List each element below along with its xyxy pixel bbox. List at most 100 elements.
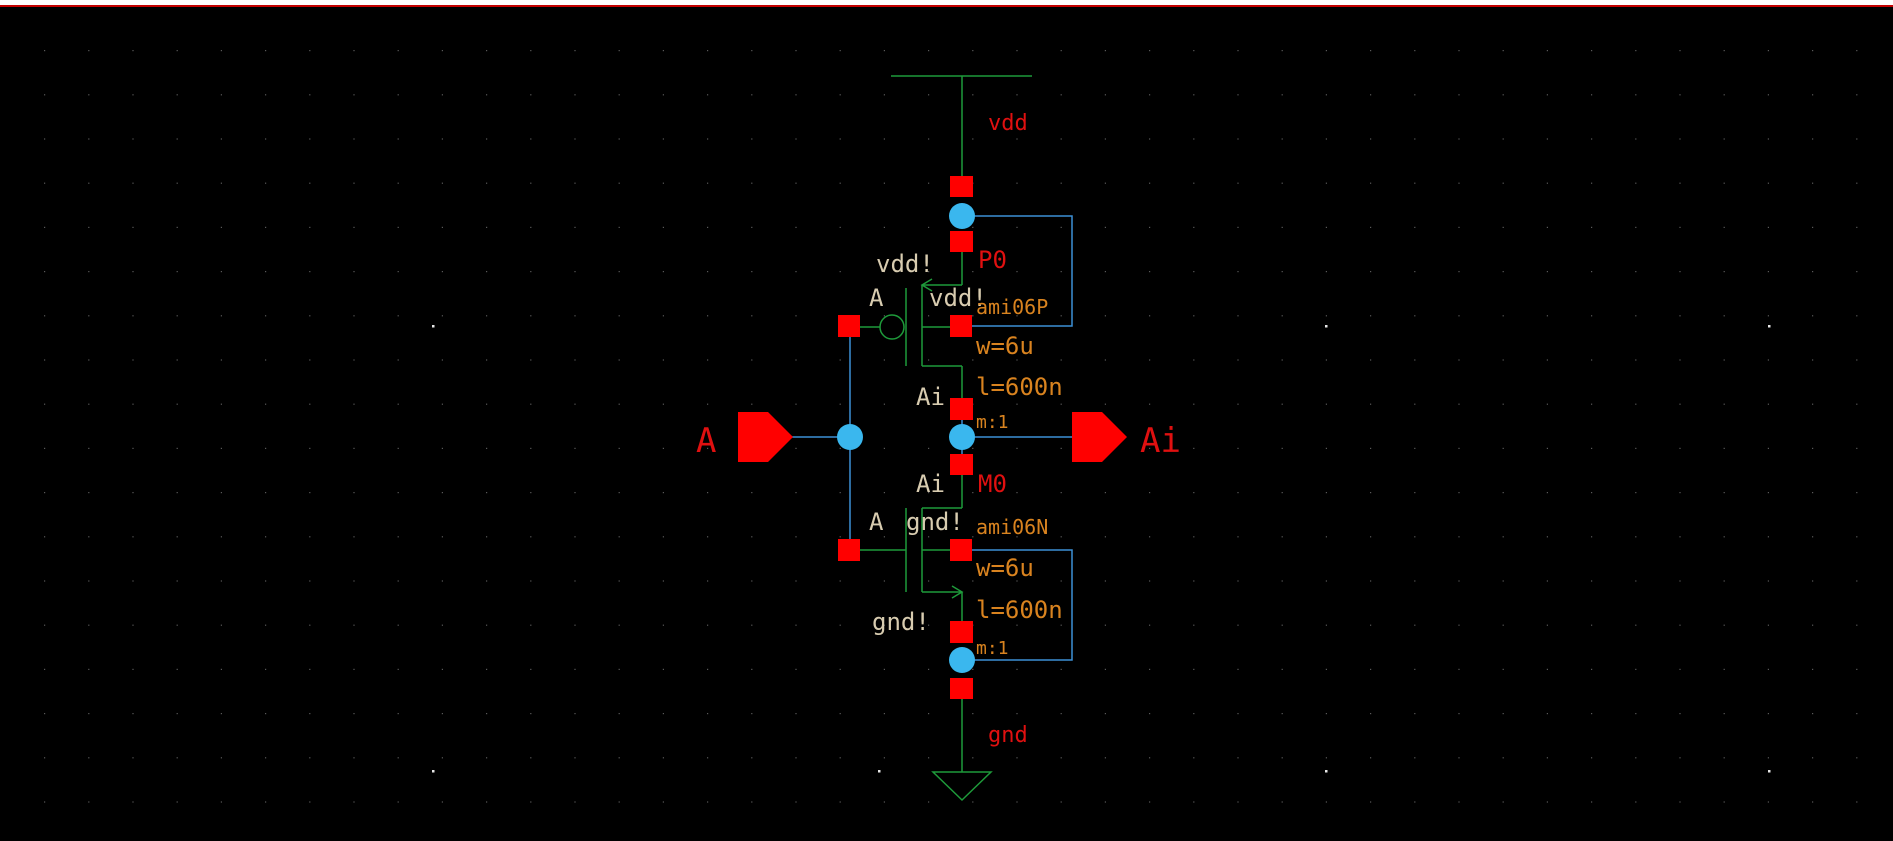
grid-dot (486, 801, 488, 803)
pmos-drain-terminal[interactable] (950, 398, 973, 420)
grid-dot (1635, 668, 1637, 670)
nmos-gate-terminal[interactable] (838, 539, 860, 561)
grid-dot (1414, 447, 1416, 449)
pmos-gate-terminal[interactable] (838, 315, 860, 337)
grid-dot (1414, 94, 1416, 96)
output-pin-ai[interactable] (1072, 412, 1127, 462)
grid-dot (88, 757, 90, 759)
grid-dot (44, 94, 46, 96)
grid-dot (707, 138, 709, 140)
grid-dot (353, 226, 355, 228)
grid-dot (707, 94, 709, 96)
grid-dot (441, 624, 443, 626)
grid-dot (618, 492, 620, 494)
pmos-model-name: ami06P (976, 295, 1048, 319)
grid-dot (662, 94, 664, 96)
grid-dot (1635, 447, 1637, 449)
grid-dot (132, 492, 134, 494)
grid-dot (1591, 271, 1593, 273)
grid-dot (1237, 624, 1239, 626)
grid-dot (1016, 447, 1018, 449)
grid-dot (1723, 138, 1725, 140)
grid-dot (309, 492, 311, 494)
grid-dot (1149, 801, 1151, 803)
grid-dot (132, 138, 134, 140)
grid-dot (220, 403, 222, 405)
grid-dot (1502, 138, 1504, 140)
grid-dot (397, 182, 399, 184)
grid-dot (928, 624, 930, 626)
grid-dot (530, 757, 532, 759)
nmos-bulk-terminal[interactable] (950, 539, 972, 561)
pmos-bulk-terminal[interactable] (950, 315, 972, 337)
grid-dot (1767, 624, 1769, 626)
nmos-source-terminal[interactable] (950, 621, 973, 643)
grid-dot (265, 271, 267, 273)
grid-dot (1370, 757, 1372, 759)
grid-dot (1812, 182, 1814, 184)
grid-dot (795, 271, 797, 273)
grid-dot (1635, 403, 1637, 405)
grid-dot (1635, 580, 1637, 582)
grid-dot (397, 359, 399, 361)
grid-dot (1237, 271, 1239, 273)
grid-dot (883, 492, 885, 494)
grid-dot (1458, 624, 1460, 626)
grid-dot (1546, 182, 1548, 184)
grid-dot (1723, 403, 1725, 405)
grid-dot (265, 138, 267, 140)
input-pin-a[interactable] (738, 412, 793, 462)
grid-dot (353, 403, 355, 405)
grid-dot (751, 580, 753, 582)
grid-dot (662, 403, 664, 405)
grid-dot (353, 50, 355, 52)
grid-dot (1812, 536, 1814, 538)
grid-dot (1502, 492, 1504, 494)
grid-dot (1370, 492, 1372, 494)
grid-dot (1546, 226, 1548, 228)
grid-dot (1458, 138, 1460, 140)
grid-dot (486, 226, 488, 228)
grid-dot (839, 580, 841, 582)
pmos-source-terminal[interactable] (950, 176, 973, 197)
grid-dot (220, 447, 222, 449)
gnd-symbol[interactable] (931, 699, 993, 802)
grid-dot (1812, 271, 1814, 273)
grid-dot (795, 138, 797, 140)
grid-dot (662, 492, 664, 494)
grid-dot (486, 315, 488, 317)
grid-dot (530, 403, 532, 405)
grid-dot (441, 226, 443, 228)
grid-dot (397, 447, 399, 449)
grid-dot (795, 50, 797, 52)
grid-dot (839, 403, 841, 405)
grid-dot (486, 359, 488, 361)
nmos-source-bottom-terminal[interactable] (950, 678, 973, 699)
nmos-drain-terminal[interactable] (950, 454, 973, 475)
grid-dot (1016, 624, 1018, 626)
grid-dot (309, 757, 311, 759)
grid-dot (220, 668, 222, 670)
grid-dot (132, 580, 134, 582)
canvas-background (0, 7, 1893, 841)
grid-dot (265, 580, 267, 582)
nmos-transistor-m0[interactable] (858, 475, 964, 632)
grid-dot (176, 315, 178, 317)
grid-dot (353, 624, 355, 626)
terminal-squares (838, 176, 973, 699)
grid-dot (618, 580, 620, 582)
pmos-source-bottom-terminal[interactable] (950, 231, 973, 252)
grid-dot (1546, 447, 1548, 449)
grid-dot (883, 536, 885, 538)
vdd-symbol[interactable] (891, 75, 1032, 186)
grid-dot (662, 359, 664, 361)
grid-dot (1812, 315, 1814, 317)
pmos-bulk-net-wire (962, 215, 1073, 327)
grid-dot (1856, 668, 1858, 670)
grid-dot (1767, 668, 1769, 670)
grid-dot (1856, 271, 1858, 273)
grid-dot (972, 492, 974, 494)
grid-dot (353, 182, 355, 184)
grid-dot (1104, 182, 1106, 184)
